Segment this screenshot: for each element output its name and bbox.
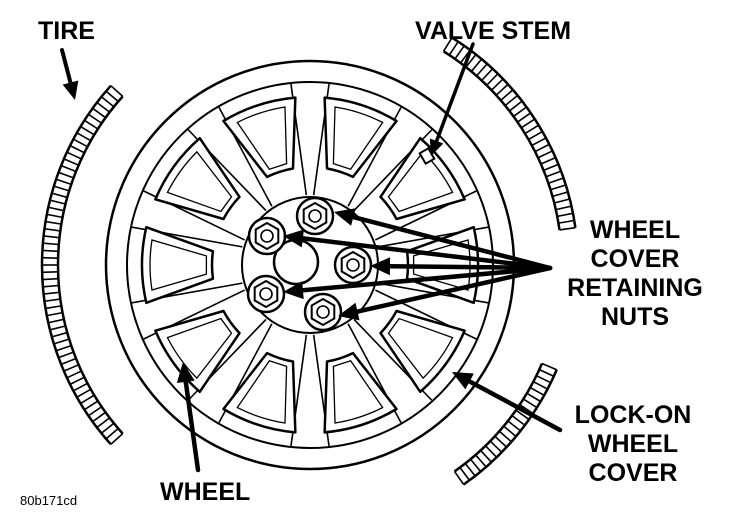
label-retaining-nuts: WHEEL COVER RETAINING NUTS xyxy=(567,216,703,331)
label-tire: TIRE xyxy=(38,17,95,45)
tire-tread-right-lower xyxy=(453,362,558,486)
figure-code: 80b171cd xyxy=(20,493,78,508)
label-wheel: WHEEL xyxy=(160,478,251,506)
callout-arrows xyxy=(60,42,563,473)
wheel-cover-inner-rim xyxy=(126,81,494,449)
tire-tread-right-upper xyxy=(442,36,577,231)
label-lock-on-wheel-cover: LOCK-ON WHEEL COVER xyxy=(574,401,692,487)
tire-tread-left xyxy=(40,84,124,446)
label-valve-stem: VALVE STEM xyxy=(415,17,572,45)
